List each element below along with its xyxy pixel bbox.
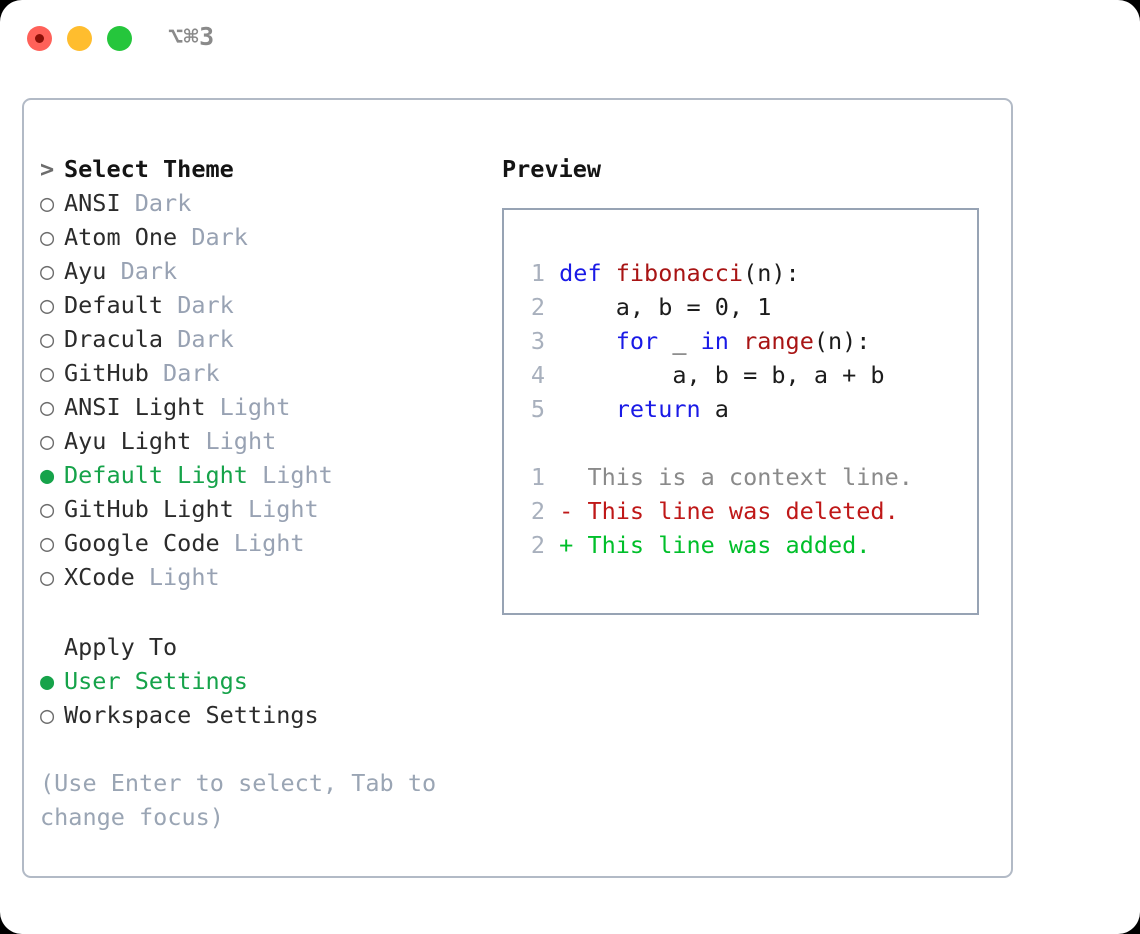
theme-picker-column: >Select Theme ○ANSI Dark ○Atom One Dark … <box>40 152 490 834</box>
theme-variant-tag: Dark <box>134 189 192 217</box>
code-blank-line <box>517 426 967 460</box>
line-number: 2 <box>530 293 545 321</box>
theme-option-dracula-dark[interactable]: ○Dracula Dark <box>40 322 490 356</box>
code-line: 3 for _ in range(n): <box>517 324 967 358</box>
prompt-caret-icon: > <box>40 155 55 183</box>
theme-picker-heading: >Select Theme <box>40 152 490 186</box>
code-line: 1 def fibonacci(n): <box>517 256 967 290</box>
theme-option-default-light[interactable]: ●Default Light Light <box>40 458 490 492</box>
preview-heading: Preview <box>502 155 602 183</box>
theme-variant-tag: Light <box>148 563 220 591</box>
theme-option-default-dark[interactable]: ○Default Dark <box>40 288 490 322</box>
main-panel: >Select Theme ○ANSI Dark ○Atom One Dark … <box>22 98 1013 878</box>
code-line: 2 a, b = 0, 1 <box>517 290 967 324</box>
line-number: 4 <box>530 361 545 389</box>
theme-variant-tag: Dark <box>177 325 234 353</box>
apply-to-option-user-settings[interactable]: ●User Settings <box>40 664 490 698</box>
keyboard-hint-text: (Use Enter to select, Tab to change focu… <box>40 769 437 831</box>
radio-unselected-icon: ○ <box>40 223 55 251</box>
apply-to-heading: Apply To <box>64 633 178 661</box>
line-number: 2 <box>530 531 545 559</box>
apply-to-option-workspace-settings[interactable]: ○Workspace Settings <box>40 698 490 732</box>
theme-option-ayu-light[interactable]: ○Ayu Light Light <box>40 424 490 458</box>
radio-unselected-icon: ○ <box>40 529 55 557</box>
theme-variant-tag: Light <box>262 461 333 489</box>
theme-variant-tag: Dark <box>120 257 178 285</box>
code-line: 4 a, b = b, a + b <box>517 358 967 392</box>
preview-column: Preview 1 def fibonacci(n): 2 a, b = 0, … <box>502 152 1002 615</box>
radio-unselected-icon: ○ <box>40 325 55 353</box>
diff-line-deleted: 2 - This line was deleted. <box>517 494 967 528</box>
theme-option-google-code[interactable]: ○Google Code Light <box>40 526 490 560</box>
keyboard-shortcut-label: ⌥⌘3 <box>168 22 215 51</box>
radio-unselected-icon: ○ <box>40 701 55 729</box>
theme-option-xcode[interactable]: ○XCode Light <box>40 560 490 594</box>
radio-unselected-icon: ○ <box>40 393 55 421</box>
theme-option-ansi-dark[interactable]: ○ANSI Dark <box>40 186 490 220</box>
code-sample: 1 def fibonacci(n): 2 a, b = 0, 1 3 for … <box>517 256 967 562</box>
line-number: 2 <box>530 497 545 525</box>
code-line: 5 return a <box>517 392 967 426</box>
theme-variant-tag: Dark <box>177 291 234 319</box>
radio-selected-icon: ● <box>40 461 55 489</box>
theme-option-atom-one-dark[interactable]: ○Atom One Dark <box>40 220 490 254</box>
theme-option-github-dark[interactable]: ○GitHub Dark <box>40 356 490 390</box>
diff-line-context: 1 This is a context line. <box>517 460 967 494</box>
maximize-window-icon[interactable] <box>107 26 132 51</box>
theme-variant-tag: Light <box>233 529 305 557</box>
theme-variant-tag: Dark <box>163 359 220 387</box>
window-titlebar: ⌥⌘3 <box>0 0 1140 78</box>
radio-unselected-icon: ○ <box>40 427 55 455</box>
hint-spacer <box>40 732 490 766</box>
line-number: 1 <box>530 259 545 287</box>
radio-unselected-icon: ○ <box>40 359 55 387</box>
theme-option-ayu-dark[interactable]: ○Ayu Dark <box>40 254 490 288</box>
radio-unselected-icon: ○ <box>40 495 55 523</box>
theme-variant-tag: Light <box>219 393 291 421</box>
line-number: 3 <box>530 327 545 355</box>
theme-option-ansi-light[interactable]: ○ANSI Light Light <box>40 390 490 424</box>
radio-unselected-icon: ○ <box>40 257 55 285</box>
radio-selected-icon: ● <box>40 667 55 695</box>
minimize-window-icon[interactable] <box>67 26 92 51</box>
theme-option-github-light[interactable]: ○GitHub Light Light <box>40 492 490 526</box>
theme-variant-tag: Light <box>247 495 319 523</box>
theme-variant-tag: Light <box>205 427 277 455</box>
close-window-icon[interactable] <box>27 26 52 51</box>
radio-unselected-icon: ○ <box>40 189 55 217</box>
radio-unselected-icon: ○ <box>40 291 55 319</box>
radio-unselected-icon: ○ <box>40 563 55 591</box>
theme-variant-tag: Dark <box>191 223 248 251</box>
line-number: 5 <box>530 395 545 423</box>
line-number: 1 <box>530 463 545 491</box>
diff-line-added: 2 + This line was added. <box>517 528 967 562</box>
section-spacer <box>40 594 490 630</box>
preview-box: 1 def fibonacci(n): 2 a, b = 0, 1 3 for … <box>502 208 979 615</box>
